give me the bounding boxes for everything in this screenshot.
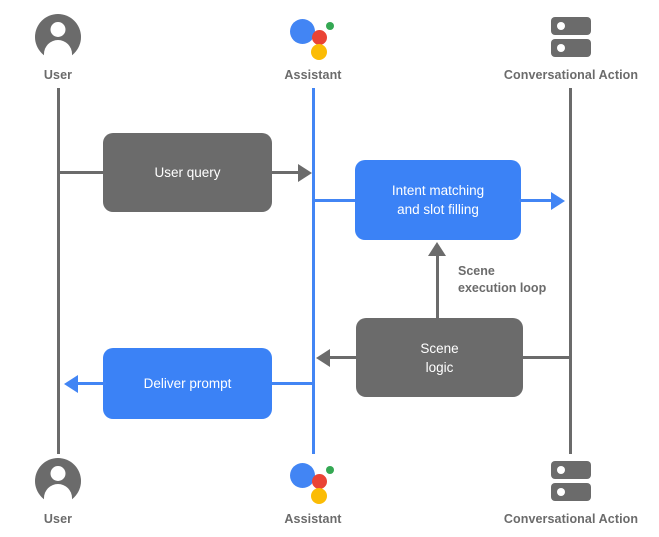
assistant-dot-green-icon [326, 22, 334, 30]
user-avatar-body [44, 40, 72, 60]
lifeline-conversational-action [569, 88, 572, 454]
google-assistant-icon [290, 14, 336, 60]
google-assistant-icon [290, 458, 336, 504]
server-icon [548, 14, 594, 60]
connector-scene-logic-to-conversational-action [521, 356, 571, 359]
actor-assistant-bottom: Assistant [223, 458, 403, 526]
server-bar-bottom [551, 39, 591, 57]
actor-label-assistant-bottom: Assistant [284, 512, 342, 526]
actor-assistant-top: Assistant [223, 14, 403, 82]
connector-assistant-to-deliver-prompt [270, 382, 315, 385]
arrow-scene-logic-to-intent-matching [428, 242, 446, 256]
arrow-intent-matching-to-conversational-action [551, 192, 565, 210]
assistant-dot-red-icon [312, 474, 327, 489]
actor-user-bottom: User [0, 458, 148, 526]
assistant-dot-yellow-icon [311, 488, 327, 504]
actor-label-user-top: User [43, 68, 73, 82]
box-intent-matching[interactable]: Intent matching and slot filling [355, 160, 521, 240]
user-avatar-icon [35, 458, 81, 504]
server-bar-top [551, 17, 591, 35]
assistant-dot-yellow-icon [311, 44, 327, 60]
assistant-dot-blue-icon [290, 19, 315, 44]
box-label-intent-matching: Intent matching and slot filling [391, 183, 485, 217]
server-led-top-icon [557, 22, 565, 30]
server-bar-bottom [551, 483, 591, 501]
server-bar-top [551, 461, 591, 479]
connector-scene-logic-to-assistant [330, 356, 358, 359]
box-scene-logic[interactable]: Scene logic [356, 318, 523, 397]
box-deliver-prompt[interactable]: Deliver prompt [103, 348, 272, 419]
assistant-dot-blue-icon [290, 463, 315, 488]
assistant-dot-green-icon [326, 466, 334, 474]
connector-deliver-prompt-to-user [78, 382, 106, 385]
user-avatar-head [50, 466, 66, 481]
arrow-user-query-to-assistant [298, 164, 312, 182]
user-avatar-icon [35, 14, 81, 60]
arrow-deliver-prompt-to-user [64, 375, 78, 393]
connector-user-to-user-query [57, 171, 105, 174]
user-avatar-body [44, 484, 72, 504]
box-user-query[interactable]: User query [103, 133, 272, 212]
connector-scene-logic-to-intent-matching [436, 255, 439, 320]
box-label-user-query: User query [154, 165, 221, 180]
server-led-bottom-icon [557, 488, 565, 496]
connector-assistant-to-intent-matching [312, 199, 358, 202]
box-label-scene-logic: Scene logic [420, 340, 459, 375]
annotation-scene-execution-loop: Scene execution loop [458, 264, 547, 295]
server-led-bottom-icon [557, 44, 565, 52]
user-avatar-head [50, 22, 66, 37]
connector-user-query-to-assistant [270, 171, 300, 174]
server-led-top-icon [557, 466, 565, 474]
actor-conversational-action-bottom: Conversational Action [481, 458, 659, 526]
actor-label-assistant-top: Assistant [284, 68, 342, 82]
lifeline-assistant [312, 88, 315, 454]
lifeline-user [57, 88, 60, 454]
actor-label-conversational-action-bottom: Conversational Action [503, 512, 639, 526]
actor-user-top: User [0, 14, 148, 82]
actor-label-conversational-action-top: Conversational Action [503, 68, 639, 82]
server-icon [548, 458, 594, 504]
assistant-dot-red-icon [312, 30, 327, 45]
arrow-scene-logic-to-assistant [316, 349, 330, 367]
box-label-deliver-prompt: Deliver prompt [143, 376, 232, 391]
actor-label-user-bottom: User [43, 512, 73, 526]
actor-conversational-action-top: Conversational Action [481, 14, 659, 82]
connector-intent-matching-to-conversational-action [519, 199, 552, 202]
